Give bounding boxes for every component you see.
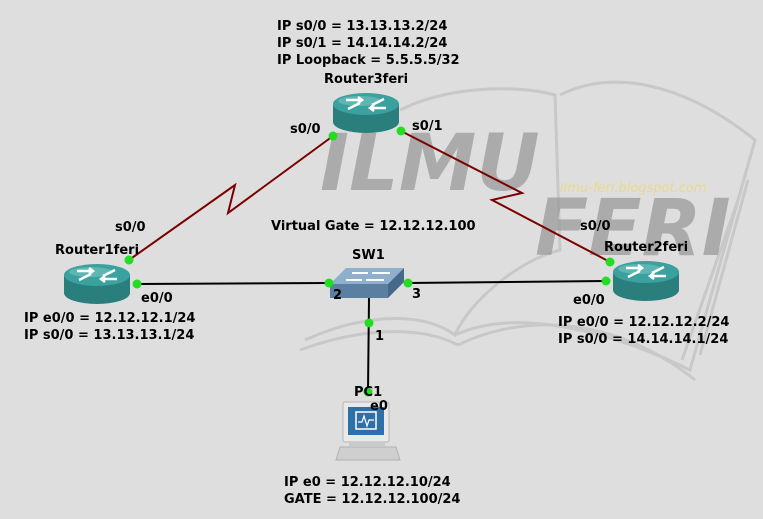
port-dot-r3-s0-0[interactable] xyxy=(328,131,338,141)
router3-port-s0-0: s0/0 xyxy=(290,122,321,137)
ethernet-link-r1-sw[interactable] xyxy=(136,282,330,285)
port-dot-r3-s0-1[interactable] xyxy=(396,126,406,136)
router1-ip-line-1: IP e0/0 = 12.12.12.1/24 xyxy=(24,311,195,326)
port-dot-sw-3[interactable] xyxy=(403,278,413,288)
router3-icon[interactable] xyxy=(333,93,399,133)
router3-port-s0-1: s0/1 xyxy=(412,119,443,134)
serial-link-r3-r2[interactable] xyxy=(400,130,611,263)
pc-name: PC1 xyxy=(354,385,382,400)
ethernet-link-sw-pc[interactable] xyxy=(367,297,370,393)
serial-link-r1-r3[interactable] xyxy=(128,135,334,261)
port-dot-r1-s0-0[interactable] xyxy=(124,255,134,265)
router1-name: Router1feri xyxy=(55,243,139,258)
virtual-gate-label: Virtual Gate = 12.12.12.100 xyxy=(271,219,476,234)
port-dot-r1-e0-0[interactable] xyxy=(132,279,142,289)
router3-ip-line-2: IP s0/1 = 14.14.14.2/24 xyxy=(277,36,447,51)
pc-icon[interactable] xyxy=(335,401,401,461)
router2-name: Router2feri xyxy=(604,240,688,255)
router1-icon[interactable] xyxy=(64,264,130,304)
switch-icon[interactable] xyxy=(330,268,404,298)
router2-port-e0-0: e0/0 xyxy=(573,293,605,308)
watermark-word-2: FERI xyxy=(535,184,731,274)
pc-ip-line-1: IP e0 = 12.12.12.10/24 xyxy=(284,475,451,490)
pc-ip-line-2: GATE = 12.12.12.100/24 xyxy=(284,492,460,507)
watermark-site: ilmu-feri.blogspot.com xyxy=(560,181,707,196)
router3-ip-line-3: IP Loopback = 5.5.5.5/32 xyxy=(277,53,460,68)
port-dot-r2-s0-0[interactable] xyxy=(605,257,615,267)
ethernet-link-sw-r2[interactable] xyxy=(407,280,607,284)
port-dot-pc-e0[interactable] xyxy=(363,387,373,397)
router1-port-s0-0: s0/0 xyxy=(115,220,146,235)
switch-name: SW1 xyxy=(352,248,385,263)
router3-ip-line-1: IP s0/0 = 13.13.13.2/24 xyxy=(277,19,447,34)
router2-ip-line-1: IP e0/0 = 12.12.12.2/24 xyxy=(558,315,729,330)
router2-icon[interactable] xyxy=(613,261,679,301)
router1-port-e0-0: e0/0 xyxy=(141,291,173,306)
port-dot-r2-e0-0[interactable] xyxy=(601,276,611,286)
pc-port-e0: e0 xyxy=(370,399,388,414)
switch-port-3: 3 xyxy=(412,287,421,302)
switch-port-2: 2 xyxy=(333,288,342,303)
port-dot-sw-1[interactable] xyxy=(364,318,374,328)
router2-port-s0-0: s0/0 xyxy=(580,219,611,234)
router2-ip-line-2: IP s0/0 = 14.14.14.1/24 xyxy=(558,332,728,347)
book-watermark-icon xyxy=(299,80,757,382)
port-dot-sw-2[interactable] xyxy=(324,278,334,288)
watermark-word-1: ILMU xyxy=(320,119,540,209)
switch-port-1: 1 xyxy=(375,329,384,344)
router3-name: Router3feri xyxy=(324,72,408,87)
router1-ip-line-2: IP s0/0 = 13.13.13.1/24 xyxy=(24,328,194,343)
